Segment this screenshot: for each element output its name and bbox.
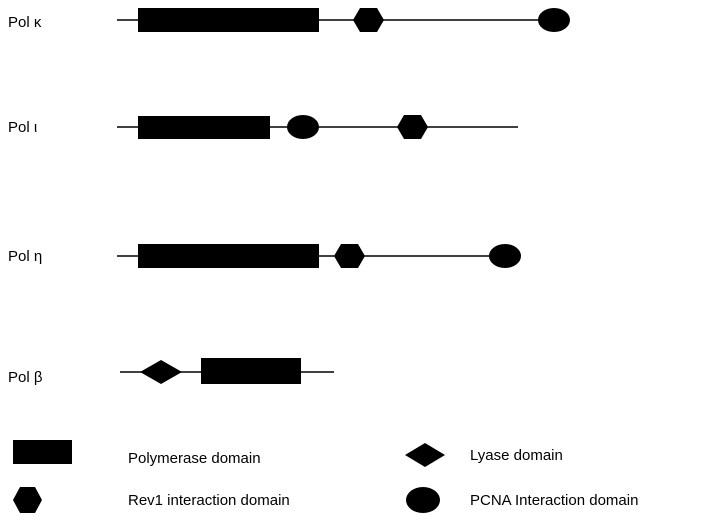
legend-rev1-label: Rev1 interaction domain bbox=[128, 492, 290, 509]
pol-eta-pcna-domain bbox=[489, 244, 521, 268]
pol-beta-track bbox=[120, 358, 334, 384]
legend-lyase-swatch bbox=[405, 443, 445, 467]
pol-eta-track bbox=[117, 244, 521, 268]
legend-polymerase-swatch bbox=[13, 440, 72, 464]
pol-kappa-polymerase-domain bbox=[138, 8, 319, 32]
pol-iota-rev1-domain bbox=[397, 115, 428, 139]
pol-kappa-rev1-domain bbox=[353, 8, 384, 32]
protein-label-pol-iota: Pol ι bbox=[8, 119, 38, 136]
legend-lyase-label: Lyase domain bbox=[470, 447, 563, 464]
pol-beta-lyase-domain bbox=[140, 360, 182, 384]
legend bbox=[13, 440, 445, 513]
legend-polymerase-label: Polymerase domain bbox=[128, 450, 261, 467]
protein-label-pol-eta: Pol η bbox=[8, 248, 43, 265]
legend-pcna-label: PCNA Interaction domain bbox=[470, 492, 639, 509]
protein-label-pol-beta: Pol β bbox=[8, 369, 43, 386]
pol-eta-polymerase-domain bbox=[138, 244, 319, 268]
pol-beta-polymerase-domain bbox=[201, 358, 301, 384]
pol-iota-pcna-domain bbox=[287, 115, 319, 139]
pol-iota-polymerase-domain bbox=[138, 116, 270, 139]
protein-label-pol-kappa: Pol κ bbox=[8, 14, 42, 31]
pol-iota-track bbox=[117, 115, 518, 139]
pol-kappa-pcna-domain bbox=[538, 8, 570, 32]
pol-eta-rev1-domain bbox=[334, 244, 365, 268]
legend-rev1-swatch bbox=[13, 487, 42, 513]
legend-pcna-swatch bbox=[406, 487, 440, 513]
pol-kappa-track bbox=[117, 8, 570, 32]
